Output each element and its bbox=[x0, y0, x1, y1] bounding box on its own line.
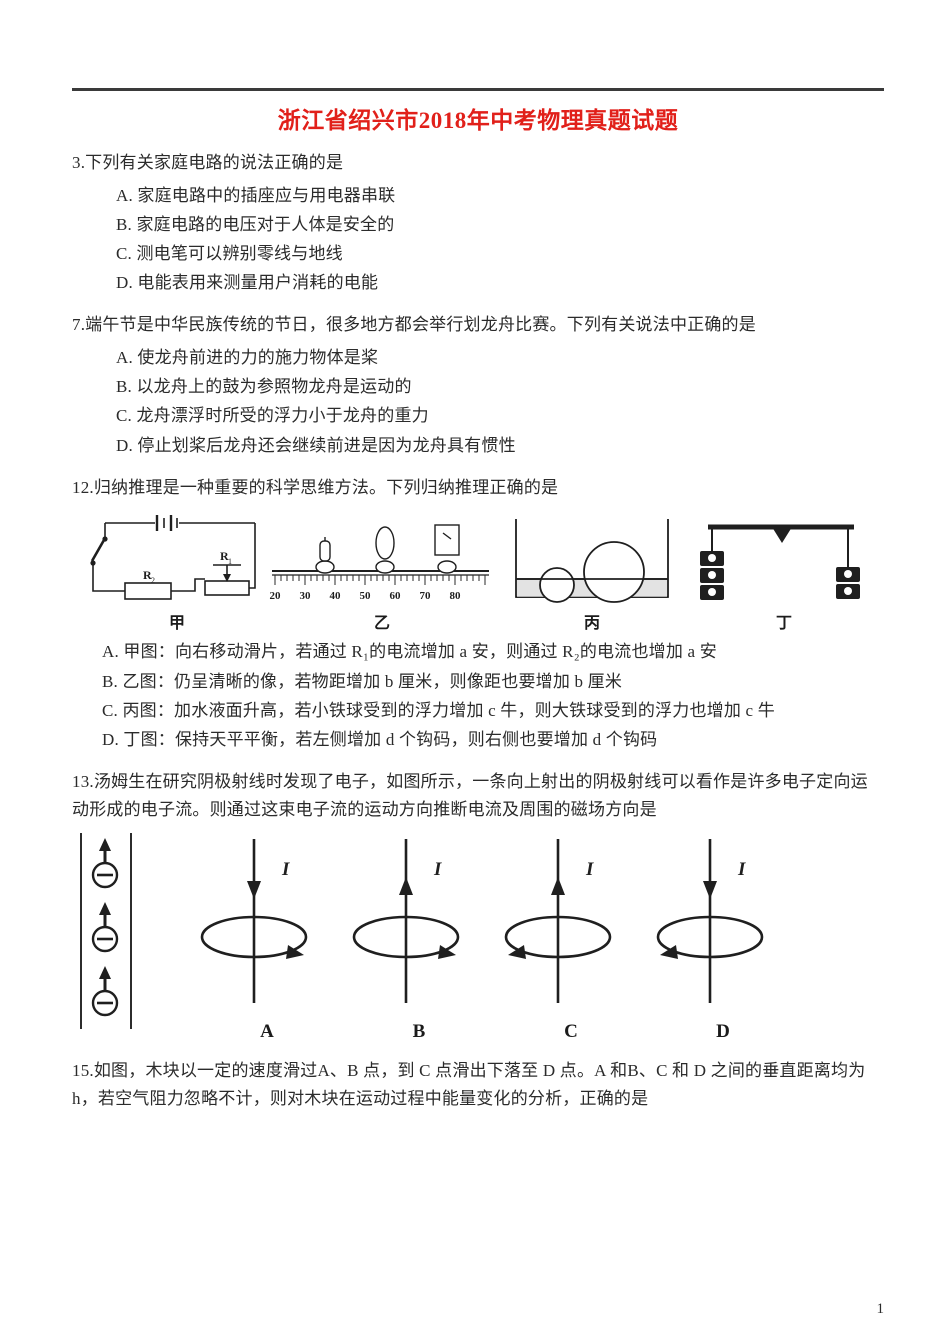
figure-label-ding: 丁 bbox=[775, 615, 792, 633]
question-12-option-c: C. 丙图：加水液面升高，若小铁球受到的浮力增加 c 牛，则大铁球受到的浮力也增… bbox=[102, 700, 775, 720]
page-title: 浙江省绍兴市2018年中考物理真题试题 bbox=[277, 108, 679, 133]
field-direction-arrow-icon bbox=[438, 945, 456, 960]
current-arrow-down-icon bbox=[703, 881, 717, 900]
field-direction-arrow-icon bbox=[660, 945, 678, 960]
question-13: 13.汤姆生在研究阴极射线时发现了电子，如图所示，一条向上射出的阴极射线可以看作… bbox=[72, 768, 884, 1043]
question-12-stem: 12.归纳推理是一种重要的科学思维方法。下列归纳推理正确的是 bbox=[72, 474, 884, 502]
choice-label-d: D bbox=[716, 1021, 730, 1043]
cathode-ray-channel bbox=[80, 833, 132, 1030]
figure-bing-water-container: 丙 bbox=[492, 513, 692, 633]
question-13-number: 13. bbox=[72, 772, 94, 792]
question-12-number: 12. bbox=[72, 477, 94, 497]
choice-label-c: C bbox=[564, 1021, 578, 1043]
current-label-c: I bbox=[585, 859, 594, 880]
choice-b-figure[interactable]: I B bbox=[344, 833, 494, 1043]
electron-beam-svg bbox=[91, 838, 119, 1017]
question-12: 12.归纳推理是一种重要的科学思维方法。下列归纳推理正确的是 bbox=[72, 474, 884, 754]
magnetic-field-a-svg: I bbox=[200, 839, 308, 1004]
question-12-figures: R 2 R 1 甲 bbox=[72, 513, 884, 633]
question-3-option-b: B. 家庭电路的电压对于人体是安全的 bbox=[116, 214, 395, 234]
field-loop bbox=[656, 916, 764, 959]
field-loop bbox=[200, 916, 308, 959]
ruler-tick-20: 20 bbox=[270, 590, 282, 602]
question-3-number: 3. bbox=[72, 153, 86, 172]
current-arrow-up-icon bbox=[551, 877, 565, 896]
field-loop bbox=[504, 916, 612, 959]
svg-text:1: 1 bbox=[228, 557, 232, 566]
ruler-tick-70: 70 bbox=[420, 590, 432, 602]
question-7-option-d: D. 停止划桨后龙舟还会继续前进是因为龙舟具有惯性 bbox=[116, 435, 516, 455]
figure-yi-optical-bench: 20 30 40 50 60 70 80 乙 bbox=[267, 513, 497, 633]
question-7-option-a: A. 使龙舟前进的力的施力物体是桨 bbox=[116, 348, 379, 367]
choice-d-figure[interactable]: I D bbox=[648, 833, 798, 1043]
current-label-b: I bbox=[433, 859, 442, 880]
question-7-option-b: B. 以龙舟上的鼓为参照物龙舟是运动的 bbox=[116, 377, 412, 397]
question-12-option-a: A. 甲图：向右移动滑片，若通过 R₁的电流增加 a 安，则通过 R₂的电流也增… bbox=[102, 642, 717, 662]
field-loop bbox=[352, 916, 460, 959]
balance-beam-svg bbox=[700, 524, 860, 601]
figure-label-yi: 乙 bbox=[373, 615, 390, 633]
question-7-number: 7. bbox=[72, 315, 86, 335]
question-12-option-d: D. 丁图：保持天平平衡，若左侧增加 d 个钩码，则右侧也要增加 d 个钩码 bbox=[102, 730, 658, 750]
question-3-stem: 3.下列有关家庭电路的说法正确的是 bbox=[72, 149, 884, 177]
svg-text:2: 2 bbox=[151, 576, 155, 585]
optical-bench-svg: 20 30 40 50 60 70 80 bbox=[270, 524, 489, 602]
question-3: 3.下列有关家庭电路的说法正确的是 A. 家庭电路中的插座应与用电器串联 B. … bbox=[72, 149, 884, 297]
question-15: 15.如图，木块以一定的速度滑过A、B 点，到 C 点滑出下落至 D 点。A 和… bbox=[72, 1057, 884, 1112]
current-label-d: I bbox=[737, 859, 746, 880]
header-rule bbox=[72, 88, 884, 91]
electron-icon bbox=[91, 902, 119, 953]
resistor-r2-label: R bbox=[143, 568, 152, 582]
question-15-text: 如图，木块以一定的速度滑过A、B 点，到 C 点滑出下落至 D 点。A 和B、C… bbox=[72, 1061, 866, 1108]
electron-icon bbox=[91, 838, 119, 889]
magnetic-field-c-svg: I bbox=[504, 839, 612, 1004]
ruler-tick-30: 30 bbox=[300, 590, 312, 602]
question-3-option-a: A. 家庭电路中的插座应与用电器串联 bbox=[116, 185, 396, 205]
ruler-tick-40: 40 bbox=[330, 590, 342, 602]
choice-label-a: A bbox=[260, 1021, 274, 1043]
magnetic-field-b-svg: I bbox=[352, 839, 460, 1004]
figure-ding-balance: 丁 bbox=[684, 513, 884, 633]
magnetic-field-d-svg: I bbox=[656, 839, 764, 1004]
question-15-number: 15. bbox=[72, 1061, 94, 1081]
figure-jia-circuit: R 2 R 1 甲 bbox=[77, 513, 277, 633]
current-arrow-up-icon bbox=[399, 877, 413, 896]
choice-a-figure[interactable]: I A bbox=[192, 833, 342, 1043]
circuit-diagram-svg: R 2 R 1 bbox=[90, 515, 256, 601]
question-13-figures: I A I B bbox=[72, 833, 884, 1043]
current-label-a: I bbox=[281, 859, 290, 880]
choice-label-b: B bbox=[412, 1021, 426, 1043]
question-7-stem: 7.端午节是中华民族传统的节日，很多地方都会举行划龙舟比赛。下列有关说法中正确的… bbox=[72, 311, 884, 339]
question-12-option-b: B. 乙图：仍呈清晰的像，若物距增加 b 厘米，则像距也要增加 b 厘米 bbox=[102, 671, 623, 691]
water-container-svg bbox=[515, 519, 669, 604]
question-3-option-c: C. 测电笔可以辨别零线与地线 bbox=[116, 244, 343, 263]
question-13-text: 汤姆生在研究阴极射线时发现了电子，如图所示，一条向上射出的阴极射线可以看作是许多… bbox=[72, 772, 868, 819]
question-13-stem: 13.汤姆生在研究阴极射线时发现了电子，如图所示，一条向上射出的阴极射线可以看作… bbox=[72, 768, 884, 823]
question-3-text: 下列有关家庭电路的说法正确的是 bbox=[85, 153, 344, 172]
ruler-tick-50: 50 bbox=[360, 590, 372, 602]
field-direction-arrow-icon bbox=[508, 945, 526, 960]
question-7: 7.端午节是中华民族传统的节日，很多地方都会举行划龙舟比赛。下列有关说法中正确的… bbox=[72, 311, 884, 459]
ruler-tick-80: 80 bbox=[450, 590, 462, 602]
question-7-option-c: C. 龙舟漂浮时所受的浮力小于龙舟的重力 bbox=[116, 406, 429, 426]
question-3-option-d: D. 电能表用来测量用户消耗的电能 bbox=[116, 273, 379, 293]
question-7-text: 端午节是中华民族传统的节日，很多地方都会举行划龙舟比赛。下列有关说法中正确的是 bbox=[85, 315, 756, 335]
resistor-r1-label: R bbox=[220, 549, 229, 563]
choice-c-figure[interactable]: I C bbox=[496, 833, 646, 1043]
ruler-tick-60: 60 bbox=[390, 590, 402, 602]
page-content: 浙江省绍兴市2018年中考物理真题试题 3.下列有关家庭电路的说法正确的是 A.… bbox=[72, 0, 884, 1127]
figure-label-jia: 甲 bbox=[168, 615, 185, 633]
question-15-stem: 15.如图，木块以一定的速度滑过A、B 点，到 C 点滑出下落至 D 点。A 和… bbox=[72, 1057, 884, 1112]
field-direction-arrow-icon bbox=[286, 945, 304, 960]
figure-label-bing: 丙 bbox=[583, 615, 600, 633]
page-number: 1 bbox=[876, 1301, 885, 1317]
current-arrow-down-icon bbox=[247, 881, 261, 900]
electron-icon bbox=[91, 966, 119, 1017]
question-12-text: 归纳推理是一种重要的科学思维方法。下列归纳推理正确的是 bbox=[93, 477, 559, 497]
